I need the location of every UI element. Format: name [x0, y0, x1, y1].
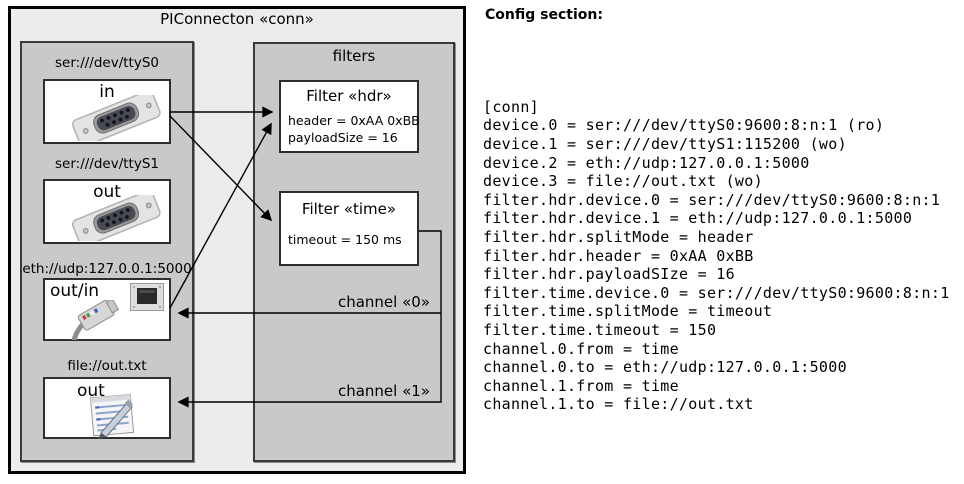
config-line: channel.1.to = file://out.txt	[483, 395, 754, 414]
config-section-heading: Config section:	[485, 7, 603, 23]
device-port-label: in	[99, 82, 115, 102]
config-line: filter.time.device.0 = ser:///dev/ttyS0:…	[483, 283, 950, 302]
config-line: channel.0.to = eth://udp:127.0.0.1:5000	[483, 358, 847, 377]
device-box-file: out	[43, 377, 171, 439]
channel-1-label: channel «1»	[337, 382, 430, 400]
device-uri-ttys0: ser:///dev/ttyS0	[55, 55, 159, 71]
device-box-ttys0: in	[43, 79, 171, 144]
config-line: device.2 = eth://udp:127.0.0.1:5000	[483, 153, 810, 172]
filter-time-title: Filter «time»	[301, 200, 397, 218]
filter-hdr-title: Filter «hdr»	[306, 87, 392, 105]
serial-connector-icon	[71, 95, 161, 141]
config-line: filter.hdr.splitMode = header	[483, 227, 754, 246]
filter-hdr-box: Filter «hdr» header = 0xAA 0xBB payloadS…	[279, 80, 420, 153]
filter-hdr-param-header: header = 0xAA 0xBB	[288, 113, 420, 128]
device-uri-file: file://out.txt	[67, 358, 147, 374]
device-uri-eth: eth://udp:127.0.0.1:5000	[22, 261, 192, 277]
config-line: filter.hdr.device.1 = eth://udp:127.0.0.…	[483, 209, 913, 228]
device-port-label: out/in	[50, 281, 100, 301]
diagram-title: PIConnecton «conn»	[160, 10, 314, 28]
config-listing: [conn]device.0 = ser:///dev/ttyS0:9600:8…	[483, 42, 950, 414]
config-line: filter.time.splitMode = timeout	[483, 302, 773, 321]
device-uri-ttys1: ser:///dev/ttyS1	[55, 156, 159, 172]
file-note-icon	[89, 393, 135, 439]
filter-time-param-timeout: timeout = 150 ms	[288, 232, 402, 247]
device-port-label: out	[77, 381, 105, 401]
config-line: filter.hdr.device.0 = ser:///dev/ttyS0:9…	[483, 190, 941, 209]
device-box-ttys1: out	[43, 179, 171, 244]
config-line: filter.hdr.payloadSIze = 16	[483, 265, 735, 284]
device-port-label: out	[93, 182, 121, 202]
config-line: device.0 = ser:///dev/ttyS0:9600:8:n:1 (…	[483, 116, 885, 135]
config-line: device.3 = file://out.txt (wo)	[483, 172, 763, 191]
config-line: channel.1.from = time	[483, 376, 679, 395]
channel-0-label: channel «0»	[337, 293, 430, 311]
config-line: channel.0.from = time	[483, 339, 679, 358]
config-line: [conn]	[483, 97, 539, 116]
config-line: filter.hdr.header = 0xAA 0xBB	[483, 246, 754, 265]
device-box-eth: out/in	[43, 278, 171, 341]
filter-hdr-param-payload: payloadSize = 16	[288, 130, 398, 145]
config-line: filter.time.timeout = 150	[483, 320, 717, 339]
ethernet-port-icon	[130, 283, 164, 311]
filter-time-box: Filter «time» timeout = 150 ms	[279, 191, 419, 266]
filters-panel-title: filters	[332, 47, 376, 65]
ethernet-cable-icon	[69, 300, 120, 340]
serial-connector-icon	[71, 195, 161, 241]
config-line: device.1 = ser:///dev/ttyS1:115200 (wo)	[483, 134, 847, 153]
